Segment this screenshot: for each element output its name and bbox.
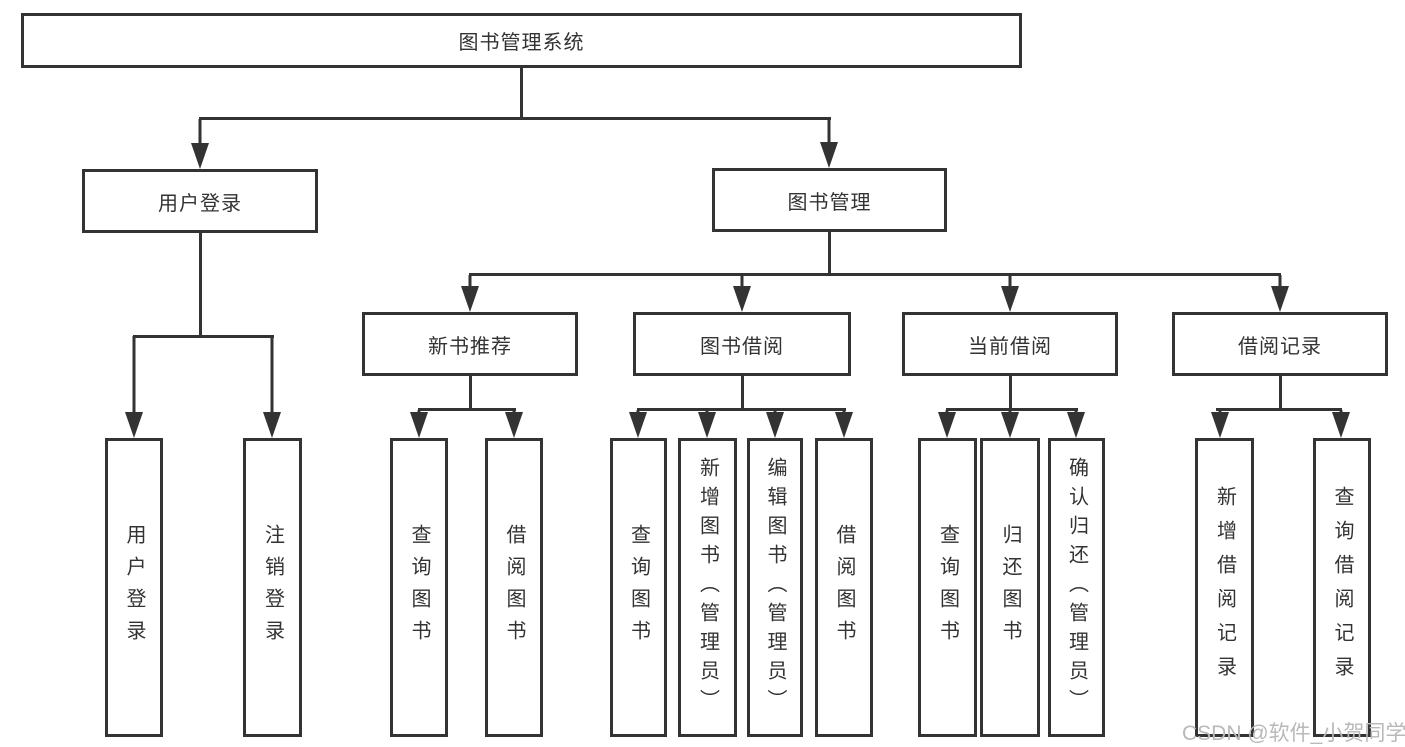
leaf-label: 用户登录 (123, 523, 145, 652)
connector-line (1009, 376, 1012, 411)
leaf-logout: 注销登录 (243, 438, 302, 737)
arrow-down-icon (766, 410, 784, 438)
leaf-label: 借阅图书 (503, 523, 525, 652)
leaf-label: 借阅图书 (833, 523, 855, 652)
node-current-borrow: 当前借阅 (902, 312, 1118, 376)
node-label: 当前借阅 (968, 335, 1052, 358)
arrow-down-icon (938, 410, 956, 438)
node-label: 图书借阅 (700, 335, 784, 358)
leaf-edit-books-admin: 编辑图书（管理员） (747, 438, 803, 737)
arrow-down-icon (1271, 275, 1289, 312)
arrow-down-icon (1211, 410, 1229, 438)
arrow-down-icon (191, 119, 209, 169)
leaf-query-books: 查询图书 (390, 438, 448, 737)
leaf-label: 新增借阅记录 (1213, 485, 1236, 690)
leaf-return-books: 归还图书 (980, 438, 1040, 737)
leaf-confirm-return-admin: 确认归还（管理员） (1048, 438, 1105, 737)
node-label: 图书管理 (787, 191, 872, 214)
arrow-down-icon (461, 275, 479, 312)
arrow-down-icon (125, 336, 143, 438)
leaf-label: 归还图书 (999, 523, 1021, 652)
node-borrow-records: 借阅记录 (1172, 312, 1388, 376)
arrow-down-icon (1067, 410, 1085, 438)
node-label: 新书推荐 (428, 335, 512, 358)
leaf-label: 编辑图书（管理员） (764, 457, 786, 718)
arrow-down-icon (820, 119, 838, 168)
connector-line (1279, 376, 1282, 411)
connector-line (199, 233, 202, 335)
node-book-borrow: 图书借阅 (633, 312, 851, 376)
leaf-label: 查询图书 (408, 523, 430, 652)
arrow-down-icon (1001, 275, 1019, 312)
connector-line (469, 273, 1281, 276)
arrow-down-icon (698, 410, 716, 438)
arrow-down-icon (733, 275, 751, 312)
leaf-add-books-admin: 新增图书（管理员） (678, 438, 737, 737)
node-label: 用户登录 (158, 192, 242, 215)
leaf-add-borrow-record: 新增借阅记录 (1195, 438, 1254, 737)
arrow-down-icon (505, 410, 523, 438)
node-book-management: 图书管理 (712, 168, 947, 232)
leaf-label: 查询图书 (627, 523, 650, 652)
leaf-user-login: 用户登录 (105, 438, 163, 737)
node-label: 借阅记录 (1238, 335, 1322, 358)
node-user-login: 用户登录 (82, 169, 318, 233)
arrow-down-icon (410, 410, 428, 438)
connector-line (199, 117, 831, 120)
arrow-down-icon (835, 410, 853, 438)
connector-line (741, 376, 744, 411)
leaf-borrow-books: 借阅图书 (815, 438, 873, 737)
connector-line (469, 376, 472, 411)
csdn-watermark: CSDN @软件_小贺同学 (1182, 722, 1405, 745)
arrow-down-icon (1001, 410, 1019, 438)
node-new-book-recommend: 新书推荐 (362, 312, 578, 376)
leaf-label: 注销登录 (261, 523, 284, 652)
leaf-query-books: 查询图书 (918, 438, 977, 737)
arrow-down-icon (263, 336, 281, 438)
leaf-label: 确认归还（管理员） (1065, 457, 1088, 718)
connector-line (133, 335, 274, 338)
leaf-label: 新增图书（管理员） (696, 457, 719, 718)
node-root-library-system: 图书管理系统 (21, 13, 1022, 68)
connector-line (520, 68, 523, 117)
connector-line (946, 408, 1078, 411)
leaf-label: 查询借阅记录 (1331, 485, 1353, 690)
arrow-down-icon (629, 410, 647, 438)
node-label: 图书管理系统 (458, 32, 585, 54)
leaf-borrow-books: 借阅图书 (485, 438, 543, 737)
connector-line (1216, 408, 1342, 411)
arrow-down-icon (1332, 410, 1350, 438)
connector-line (418, 408, 516, 411)
leaf-query-books: 查询图书 (610, 438, 667, 737)
connector-line (637, 408, 846, 411)
leaf-query-borrow-record: 查询借阅记录 (1313, 438, 1371, 737)
leaf-label: 查询图书 (936, 523, 959, 652)
connector-line (828, 232, 831, 276)
